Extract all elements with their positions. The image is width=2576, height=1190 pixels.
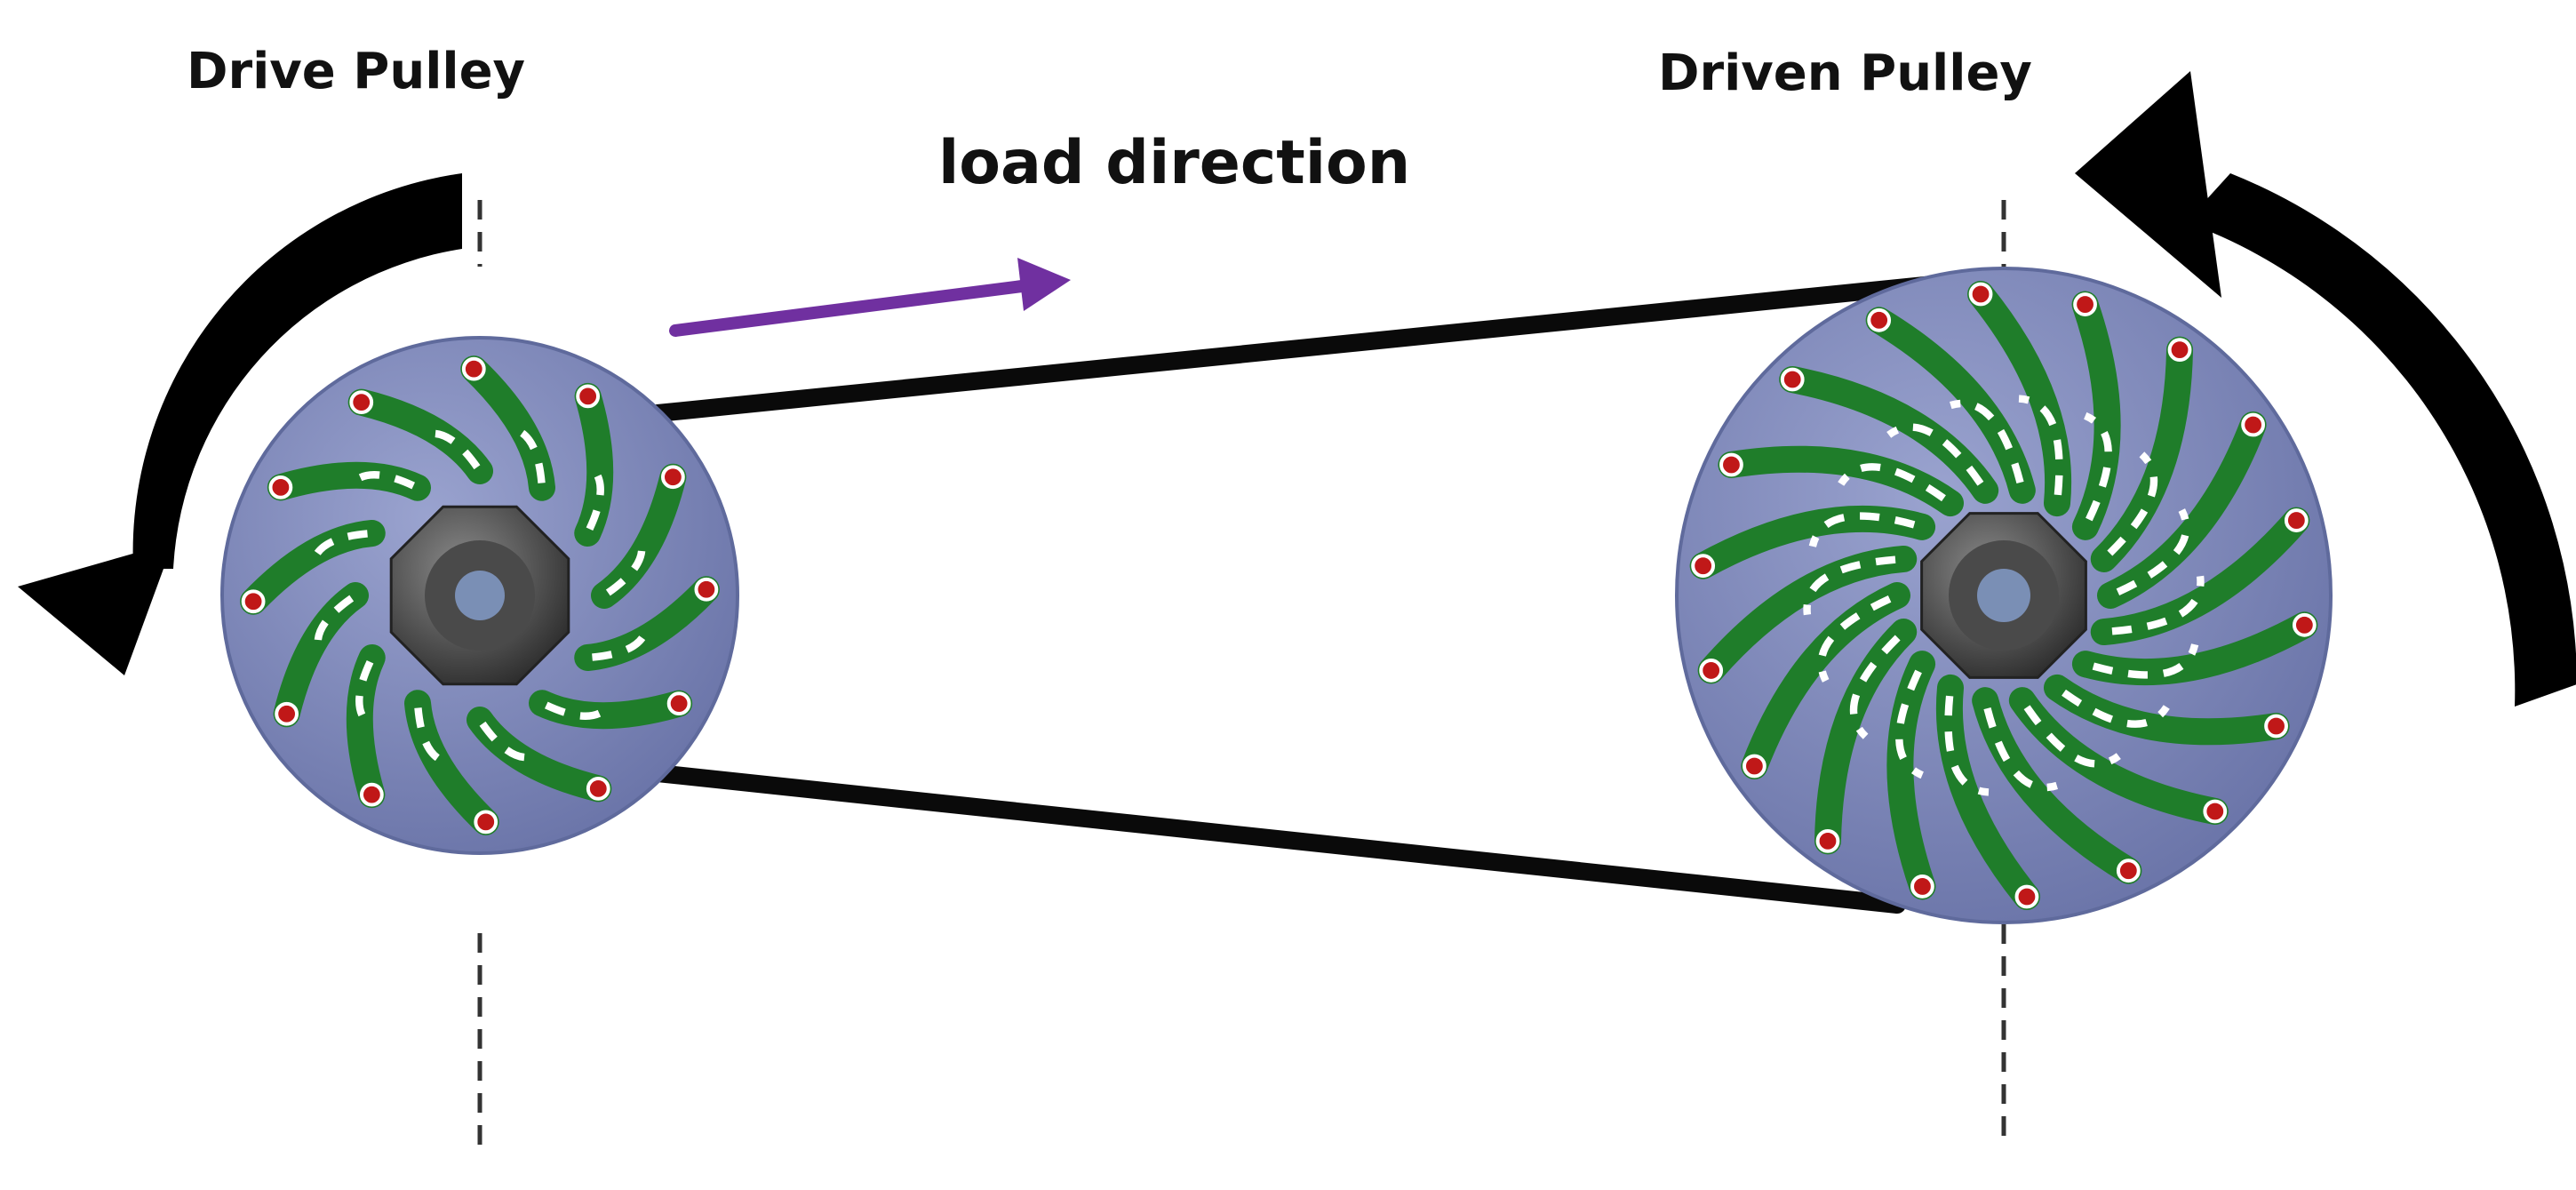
counterclockwise-arrow-icon <box>18 173 463 675</box>
driven-pulley-hub <box>1920 512 2087 679</box>
pulley-blade-tip <box>2203 799 2228 824</box>
pulley-blade-stripe <box>2116 508 2190 595</box>
load-direction-label: load direction <box>938 128 1411 198</box>
pulley-blade-tip <box>1968 282 1993 307</box>
pulley-blade-stripe <box>419 429 481 470</box>
driven-pulley <box>1675 267 2333 924</box>
pulley-blade-stripe <box>2107 451 2158 556</box>
driven-pulley-blades <box>1689 280 2318 911</box>
pulley-blade-tip <box>268 475 293 499</box>
pulley-blade-tip <box>2014 884 2039 909</box>
pulley-blade-stripe <box>1895 669 1925 779</box>
pulley-blade-tip <box>2116 859 2141 883</box>
pulley-blade-stripe <box>479 721 541 762</box>
pulley-blade-tip <box>660 465 685 490</box>
pulley-blade-stripe <box>1944 695 1990 796</box>
pulley-blade-tip <box>1815 828 1840 853</box>
pulley-blade-tip <box>1699 659 1724 683</box>
pulley-blade-tip <box>275 701 299 726</box>
pulley-blade-stripe <box>1817 595 1892 683</box>
pulley-blade-stripe <box>2023 705 2121 768</box>
pulley-blade-stripe <box>545 700 614 720</box>
pulley-blade-stripe <box>2018 395 2063 496</box>
pulley-blade-tip <box>241 589 266 614</box>
pulley-blade-tip <box>349 390 374 415</box>
pulley-blade-stripe <box>1950 399 2024 483</box>
pulley-blade-tip <box>2241 412 2266 437</box>
pulley-blade-tip <box>1780 367 1805 392</box>
pulley-blade-stripe <box>1803 555 1896 616</box>
pulley-blade-tip <box>2284 508 2309 532</box>
pulley-blade-stripe <box>1849 635 1901 739</box>
pulley-blade-tip <box>586 776 610 801</box>
pulley-blade-stripe <box>1886 423 1984 486</box>
pulley-blade-stripe <box>1808 512 1916 547</box>
pulley-blade-tip <box>666 691 691 716</box>
pulley-blade-tip <box>694 577 719 602</box>
pulley-blade-tip <box>1719 452 1743 477</box>
pulley-blade-stripe <box>2111 575 2205 635</box>
pulley-blade-tip <box>1910 875 1934 898</box>
pulley-blade-tip <box>2167 338 2192 363</box>
pulley-blade-stripe <box>314 595 355 657</box>
pulley-blade-stripe <box>2062 689 2170 728</box>
belt <box>649 276 1942 914</box>
drive-pulley-hub <box>389 505 570 686</box>
pulley-blade-tip <box>2264 714 2288 739</box>
right-arrow-icon <box>669 258 1071 337</box>
counterclockwise-arrow-icon <box>2075 71 2576 707</box>
pulley-blade-stripe <box>2092 643 2199 679</box>
pulley-blade-tip <box>2073 292 2097 316</box>
pulley-blade-stripe <box>605 534 646 596</box>
pulley-blade-tip <box>474 810 498 835</box>
pulley-blade-tip <box>1691 554 1716 579</box>
pulley-blade-stripe <box>346 471 415 491</box>
pulley-blade-tip <box>1742 754 1767 779</box>
driven-pulley-label: Driven Pulley <box>1658 44 2032 102</box>
pulley-blade-tip <box>576 384 601 409</box>
pulley-blade-tip <box>1867 307 1892 332</box>
pulley-blade-stripe <box>1838 463 1946 502</box>
pulley-blade-stripe <box>1983 707 2058 792</box>
pulley-blade-stripe <box>308 530 368 568</box>
pulley-blade-tip <box>359 782 384 807</box>
drive-pulley-label: Drive Pulley <box>187 43 526 100</box>
pulley-blade-stripe <box>585 461 604 531</box>
drive-pulley <box>220 336 739 855</box>
pulley-blade-stripe <box>355 660 375 730</box>
pulley-blade-tip <box>461 356 486 381</box>
pulley-blade-tip <box>2292 612 2317 637</box>
pulley-blade-stripe <box>507 424 546 483</box>
pulley-blade-stripe <box>592 623 651 661</box>
pulley-blade-stripe <box>2083 411 2112 522</box>
drive-pulley-blades <box>240 355 720 835</box>
pulley-blade-stripe <box>414 707 452 767</box>
